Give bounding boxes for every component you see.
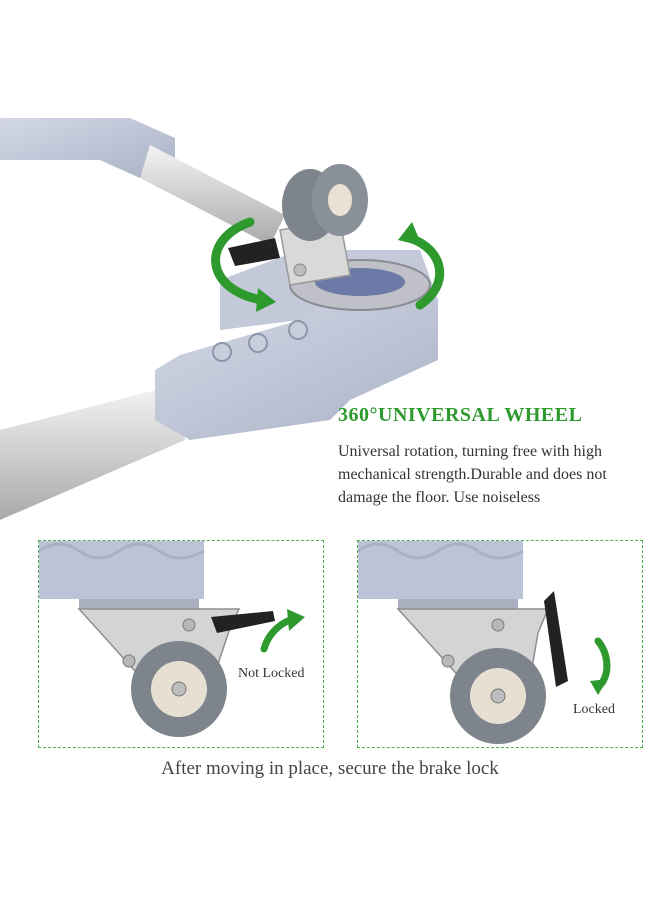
- brake-pedal: [544, 591, 568, 687]
- panel-locked: Locked: [357, 540, 643, 748]
- steel-tube-top: [140, 145, 285, 245]
- description-line: mechanical strength.Durable and does not: [338, 466, 607, 483]
- description-line: damage the floor. Use noiseless: [338, 489, 541, 506]
- feature-description: Universal rotation, turning free with hi…: [338, 440, 656, 509]
- caster-locked-image: [358, 541, 611, 744]
- brake-caption: After moving in place, secure the brake …: [161, 758, 499, 779]
- unlock-arrow-icon: [260, 609, 305, 653]
- brake-pedal: [211, 611, 275, 633]
- rotate-arrow-icon: [211, 217, 445, 312]
- corner-base: [155, 300, 438, 440]
- hero-caster-photo: [0, 118, 445, 520]
- brake-pedal: [228, 238, 280, 266]
- steel-tube-bottom: [0, 385, 185, 520]
- caster-unlocked-image: [39, 541, 305, 737]
- description-line: Universal rotation, turning free with hi…: [338, 443, 602, 460]
- lock-arrow-icon: [590, 637, 611, 695]
- locked-label: Locked: [573, 702, 615, 717]
- not-locked-label: Not Locked: [238, 666, 305, 681]
- panel-not-locked: Not Locked: [38, 540, 324, 748]
- frame-connector-top: [0, 118, 175, 178]
- feature-heading: 360°UNIVERSAL WHEEL: [338, 404, 583, 426]
